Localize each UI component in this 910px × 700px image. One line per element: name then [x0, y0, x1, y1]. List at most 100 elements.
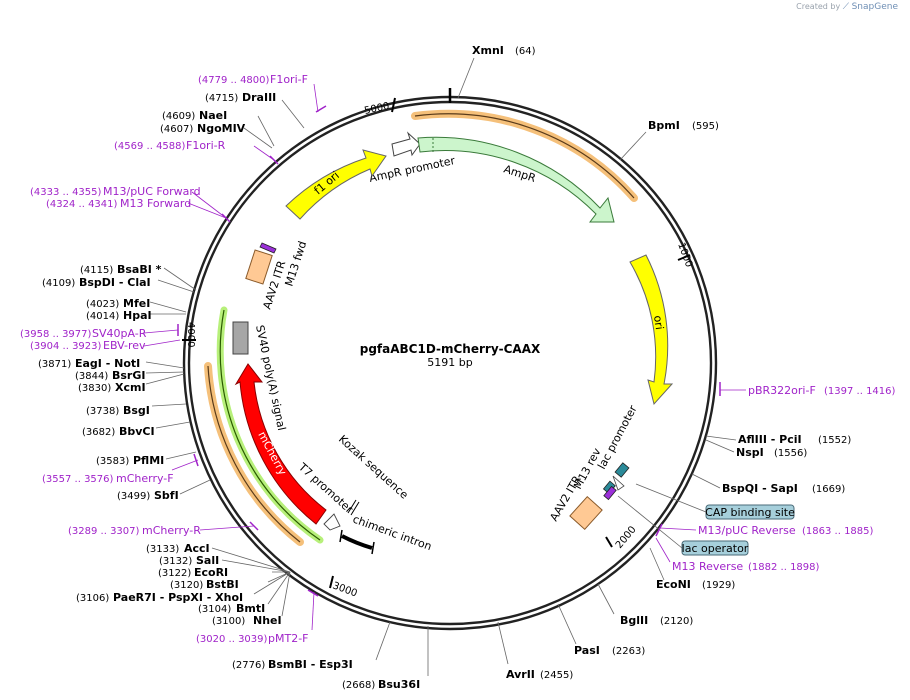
- site-name: BmtI: [236, 602, 265, 615]
- tick-mark-3000: [329, 575, 334, 589]
- tick-label-4000: 4000: [185, 322, 196, 347]
- primer-name: F1ori-R: [186, 139, 226, 152]
- feature-aav2-itr-right: [569, 495, 603, 531]
- site-pos: (3844): [75, 371, 108, 382]
- box-label-cap-binding: CAP binding site: [705, 506, 795, 519]
- tick-mark-2000: [605, 536, 613, 548]
- site-afliii: AflIII - PciI (1552): [705, 433, 851, 446]
- site-pos: (2263): [612, 646, 645, 657]
- tick-mark-1000: [677, 254, 691, 261]
- tick-mark-5000: [391, 97, 396, 113]
- primer-name: pMT2-F: [268, 632, 309, 645]
- site-bsmbi: (2776) BsmBI - Esp3I: [232, 621, 391, 671]
- primer-m13-puc-reverse: M13/pUC Reverse (1863 .. 1885): [655, 523, 874, 537]
- site-pos: (3830): [78, 383, 111, 394]
- primer-range: (4779 .. 4800): [198, 75, 270, 86]
- site-acci: (3133) AccI: [146, 542, 291, 573]
- primer-name: M13/pUC Forward: [103, 185, 201, 198]
- site-pos: (1929): [702, 580, 735, 591]
- box-label-lac-operator: lac operator: [682, 542, 749, 555]
- feature-ampr-promoter: [391, 131, 421, 157]
- site-avrii: AvrII (2455): [497, 621, 573, 681]
- site-pos: (595): [692, 121, 719, 132]
- site-name: DraIII: [242, 91, 276, 104]
- watermark-brand: SnapGene: [851, 2, 898, 12]
- primer-range: (1397 .. 1416): [824, 386, 896, 397]
- site-name: NgoMIV: [197, 122, 246, 135]
- site-name: EcoRI: [194, 566, 228, 579]
- site-draiii: (4715) DraIII: [205, 91, 305, 129]
- orange-region-left-line: [207, 365, 301, 543]
- feature-label-kozak: Kozak sequence: [336, 433, 411, 502]
- primer-range: (1863 .. 1885): [802, 526, 874, 537]
- site-pos: (4115): [80, 265, 113, 276]
- site-pasi: PasI (2263): [557, 603, 645, 657]
- site-name: AccI: [184, 542, 210, 555]
- site-naei: (4609) NaeI: [162, 109, 275, 147]
- primer-range: (4569 .. 4588): [114, 141, 186, 152]
- feature-m13-rev: [603, 485, 617, 501]
- site-bstbi: (3120) BstBI: [170, 571, 291, 591]
- primer-mcherry-r: (3289 .. 3307) mCherry-R: [68, 521, 259, 537]
- site-name: PasI: [574, 644, 600, 657]
- site-pos: (4607): [160, 124, 193, 135]
- site-pos: (4609): [162, 111, 195, 122]
- site-sali: (3132) SalI: [159, 554, 291, 573]
- feature-chimeric-intron: [341, 534, 373, 550]
- site-pos: (2668): [342, 680, 375, 691]
- site-pos: (3682): [82, 427, 115, 438]
- site-pos: (3738): [86, 406, 119, 417]
- feature-cap-site-block: [614, 462, 630, 478]
- site-ngomiv: (4607) NgoMIV: [160, 122, 273, 149]
- orange-region-top-line: [414, 113, 635, 199]
- site-bspdi: (4109) BspDI - ClaI: [42, 276, 195, 293]
- primer-range: (1882 .. 1898): [748, 562, 820, 573]
- site-nspi: NspI (1556): [705, 439, 807, 459]
- primer-name: M13 Reverse: [672, 560, 743, 573]
- site-bsabi: (4115) BsaBI *: [80, 263, 197, 291]
- snapgene-logo-icon: ⟋: [842, 2, 850, 12]
- site-name: AflIII - PciI: [738, 433, 802, 446]
- site-name: XmnI: [472, 44, 504, 57]
- site-pos: (3104): [198, 604, 231, 615]
- feature-label-lac-promoter: lac promoter: [595, 403, 640, 472]
- primer-name: EBV-rev: [103, 339, 146, 352]
- site-econi: EcoNI (1929): [649, 547, 735, 591]
- feature-f1-ori: [285, 149, 387, 220]
- site-pos: (1669): [812, 484, 845, 495]
- site-pos: (64): [515, 46, 536, 57]
- site-eagi: (3871) EagI - NotI: [38, 357, 185, 370]
- site-name: EagI - NotI: [75, 357, 140, 370]
- site-name: BstBI: [206, 578, 239, 591]
- site-bspqi: BspQI - SapI (1669): [691, 473, 845, 495]
- primer-name: mCherry-R: [142, 524, 201, 537]
- primer-range: (3289 .. 3307): [68, 526, 140, 537]
- site-pos: (3583): [96, 456, 129, 467]
- primer-f1ori-r: (4569 .. 4588) F1ori-R: [114, 139, 279, 165]
- site-name: BsgI: [123, 404, 150, 417]
- primer-mcherry-f: (3557 .. 3576) mCherry-F: [42, 453, 199, 485]
- chimeric-intron-cap-right: [371, 541, 375, 555]
- site-name: EcoNI: [656, 578, 691, 591]
- site-name: BglII: [620, 614, 648, 627]
- primer-range: (3958 .. 3977): [20, 329, 92, 340]
- site-pos: (4715): [205, 93, 238, 104]
- feature-mcherry: [234, 363, 327, 525]
- site-name: BbvCI: [119, 425, 155, 438]
- site-bpmi: BpmI (595): [619, 119, 719, 161]
- site-bsu36i: (2668) Bsu36I: [342, 626, 429, 691]
- site-name: PaeR7I - PspXI - XhoI: [113, 591, 243, 604]
- feature-kozak: [347, 499, 357, 514]
- primer-pmt2-f: (3020 .. 3039) pMT2-F: [196, 589, 319, 645]
- leader-lac-operator: [617, 495, 683, 549]
- site-xcmi: (3830) XcmI: [78, 373, 185, 394]
- site-name: BpmI: [648, 119, 680, 132]
- site-name: BspDI - ClaI: [79, 276, 151, 289]
- site-name: BsrGI: [112, 369, 145, 382]
- site-pos: (4023): [86, 299, 119, 310]
- feature-ampr: [417, 136, 615, 223]
- primer-name: M13/pUC Reverse: [698, 524, 796, 537]
- site-name: BsmBI - Esp3I: [268, 658, 353, 671]
- primer-sv40pa-r: (3958 .. 3977) SV40pA-R: [20, 324, 179, 340]
